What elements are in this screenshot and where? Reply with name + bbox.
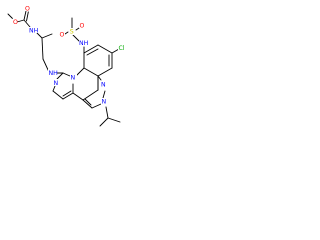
bond-carbonyl-c-nh [23, 19, 31, 28]
bond-aryl-2 [83, 44, 99, 54]
bond-s-o-right [75, 27, 80, 31]
bond-nh-s [72, 34, 80, 42]
atom-label-pyrazole-nitrogen-1: N [102, 99, 107, 106]
bond-pz-n1-c5 [91, 103, 102, 109]
bond-layer [7, 10, 121, 127]
bond-fused-c-pyrazole-c [82, 89, 99, 101]
bond-aryl-3 [97, 44, 113, 54]
atom-label-sulfonyl-oxygen-left: O [60, 32, 65, 39]
atom-label-carbonyl-oxygen: O [25, 6, 30, 13]
bond-pyr-n3-c4 [52, 85, 56, 92]
atom-label-sulfur: S [70, 29, 74, 36]
atom-label-ester-oxygen: O [13, 19, 18, 26]
bond-junction-n1 [76, 67, 85, 76]
bond-chiral-c-methyl [41, 33, 53, 39]
bond-pyr-c4-c5 [52, 90, 64, 100]
atom-label-chlorine: Cl [119, 45, 125, 52]
atom-label-sulfonyl-oxygen-right: O [80, 23, 85, 30]
bond-pz-c5-c4-inner [84, 98, 92, 106]
atom-label-pyrimidine-nitrogen-3: N [54, 80, 59, 87]
bond-aryl-cl [111, 48, 120, 54]
bond-isopropyl-me2 [107, 117, 121, 123]
atom-label-pyrazole-nitrogen-2: N [101, 82, 106, 89]
bond-aryl-5 [97, 67, 113, 77]
atom-label-pyrimidine-nitrogen-1: N [71, 75, 76, 82]
bond-pz-c5-c4 [82, 99, 93, 109]
bond-pyr-c2-n3 [56, 72, 64, 80]
bond-c6-fused-c [72, 92, 84, 101]
atom-label-sulfonamide-nh: NH [79, 40, 89, 47]
bond-carbonyl-c-o-double-b [26, 11, 29, 22]
bond-pyr-n1-c2 [62, 72, 71, 77]
bond-pz-n2-n1 [102, 90, 106, 99]
bond-isopropyl-me1 [99, 117, 109, 127]
bond-pyr-c5-c6 [62, 92, 74, 100]
bond-s-o-left [64, 31, 69, 35]
atom-label-carbamate-nh: NH [29, 28, 39, 35]
bond-n-isopropyl-ch [105, 106, 109, 119]
bond-chiral-c-ch2 [41, 37, 44, 60]
atom-label-amine-nh: NH [49, 70, 59, 77]
bond-carbonyl-c-o-double-a [23, 10, 27, 21]
bond-ester-o-carbonyl-c [16, 19, 25, 23]
bond-pyr-c5-c6-inner [62, 90, 72, 97]
bond-pz-c3a-n2 [97, 75, 102, 81]
atom-label-layer: O O NH S O O NH Cl NH N N N N [12, 5, 127, 106]
bond-aryl-2-inner [86, 48, 99, 56]
molecule-structure-diagram: O O NH S O O NH Cl NH N N N N [7, 5, 127, 127]
bond-nh-chiral-c [36, 32, 43, 39]
bond-aryl-c-junction [83, 67, 99, 77]
